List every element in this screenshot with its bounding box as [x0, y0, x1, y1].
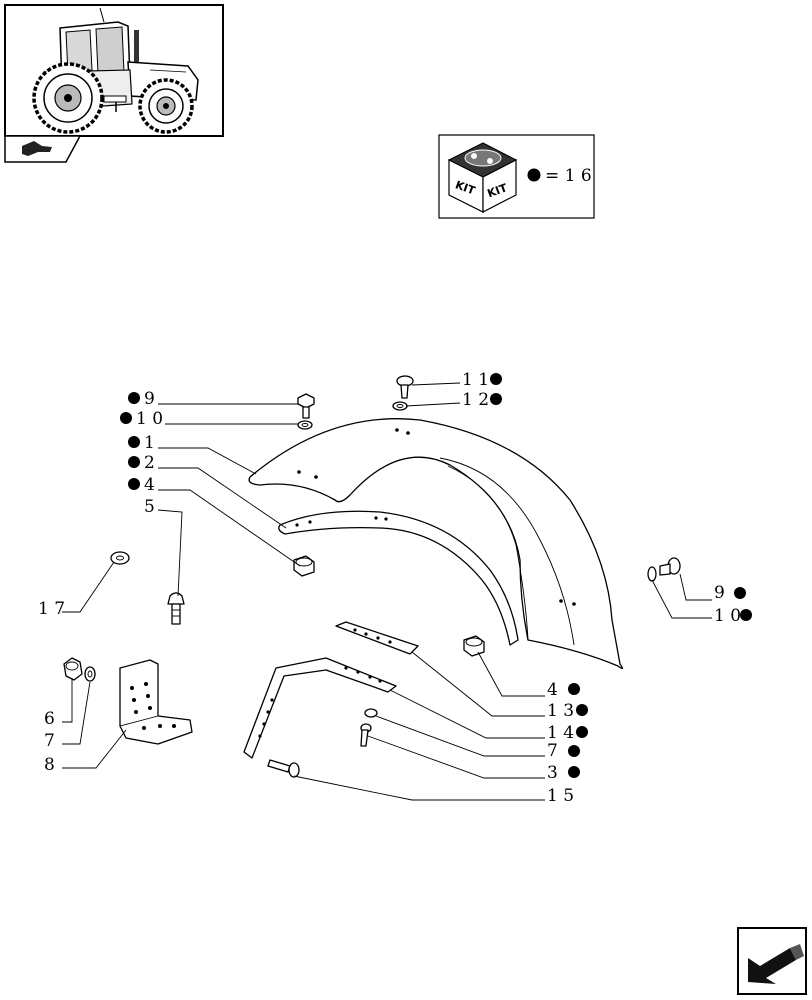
callout-label: 9	[144, 389, 155, 409]
callout-7[interactable]: 7	[44, 731, 55, 751]
rear-fender	[248, 418, 624, 670]
washer-7-center	[364, 708, 378, 718]
fender-support-strip	[278, 510, 519, 646]
bolt-9-right	[659, 557, 681, 576]
callout-10-right[interactable]: 1 0	[714, 606, 752, 626]
rubber-buffer-left	[293, 555, 315, 577]
bolt-9-top	[297, 393, 315, 419]
nut-6	[63, 657, 83, 681]
kit-dot-icon	[120, 412, 132, 424]
callout-8[interactable]: 8	[44, 755, 55, 775]
callout-3[interactable]: 3	[547, 763, 580, 783]
callout-2[interactable]: 2	[128, 453, 155, 473]
callout-5[interactable]: 5	[144, 497, 155, 517]
kit-dot-icon	[568, 683, 580, 695]
callout-6[interactable]: 6	[44, 709, 55, 729]
callout-10[interactable]: 1 0	[120, 409, 163, 429]
callout-label: 1 1	[462, 370, 489, 390]
callout-label: 1 0	[714, 606, 741, 626]
callout-label: 1 7	[38, 599, 65, 619]
kit-dot-icon	[490, 373, 502, 385]
callout-label: 3	[547, 763, 558, 783]
callout-label: 1 5	[547, 786, 574, 806]
callout-label: 5	[144, 497, 155, 517]
bracket-14	[243, 657, 397, 759]
leader-lines	[62, 382, 712, 801]
callout-4[interactable]: 4	[128, 475, 155, 495]
kit-dot-icon	[734, 587, 746, 599]
kit-dot-icon	[568, 745, 580, 757]
callout-7-right[interactable]: 7	[547, 741, 580, 761]
kit-dot-icon	[490, 393, 502, 405]
callout-label: 1 3	[547, 701, 574, 721]
kit-legend: KIT KIT = 1 6	[438, 134, 595, 219]
callout-17[interactable]: 1 7	[38, 599, 65, 619]
callout-13[interactable]: 1 3	[547, 701, 588, 721]
callout-label: 8	[44, 755, 55, 775]
washer-7-left	[84, 666, 96, 682]
callout-label: 9	[714, 583, 725, 603]
kit-box-icon: KIT KIT	[447, 142, 518, 213]
callout-label: 1 4	[547, 723, 574, 743]
washer-10-right	[647, 566, 657, 582]
kit-dot-icon	[740, 609, 752, 621]
callout-1[interactable]: 1	[128, 433, 155, 453]
kit-legend-text: = 1 6	[545, 166, 592, 186]
callout-14[interactable]: 1 4	[547, 723, 588, 743]
angle-bracket-8	[119, 659, 193, 745]
callout-label: 7	[547, 741, 558, 761]
kit-dot-icon	[576, 726, 588, 738]
callout-label: 4	[547, 680, 558, 700]
bolt-5	[167, 592, 185, 625]
kit-dot-icon	[527, 168, 541, 182]
kit-dot-icon	[568, 766, 580, 778]
washer-12	[392, 401, 408, 411]
kit-dot-icon	[128, 392, 140, 404]
flat-bar-13	[335, 621, 419, 655]
washer-17	[110, 551, 130, 565]
kit-dot-icon	[128, 436, 140, 448]
callout-4-right[interactable]: 4	[547, 680, 580, 700]
callout-labels: 9 1 0 1 2 4 5 1 7 1 1 1 2	[38, 370, 752, 806]
washer-10-top	[297, 420, 313, 430]
callout-label: 1	[144, 433, 155, 453]
callout-label: 1 2	[462, 390, 489, 410]
kit-dot-icon	[576, 704, 588, 716]
kit-dot-icon	[128, 478, 140, 490]
callout-label: 4	[144, 475, 155, 495]
kit-dot-icon	[128, 456, 140, 468]
bolt-15	[267, 759, 300, 778]
callout-12[interactable]: 1 2	[462, 390, 502, 410]
callout-11[interactable]: 1 1	[462, 370, 502, 390]
callout-15[interactable]: 1 5	[547, 786, 574, 806]
callout-label: 2	[144, 453, 155, 473]
tractor-thumbnail-icon[interactable]	[4, 4, 224, 137]
next-page-arrow-icon[interactable]	[737, 927, 807, 995]
rubber-buffer-right	[463, 635, 485, 657]
callout-label: 6	[44, 709, 55, 729]
callout-9[interactable]: 9	[128, 389, 155, 409]
bolt-3	[360, 723, 372, 747]
pointing-hand-icon[interactable]	[4, 135, 82, 163]
callout-label: 7	[44, 731, 55, 751]
callout-9-right[interactable]: 9	[714, 583, 746, 603]
callout-label: 1 0	[136, 409, 163, 429]
bolt-11	[396, 375, 414, 399]
